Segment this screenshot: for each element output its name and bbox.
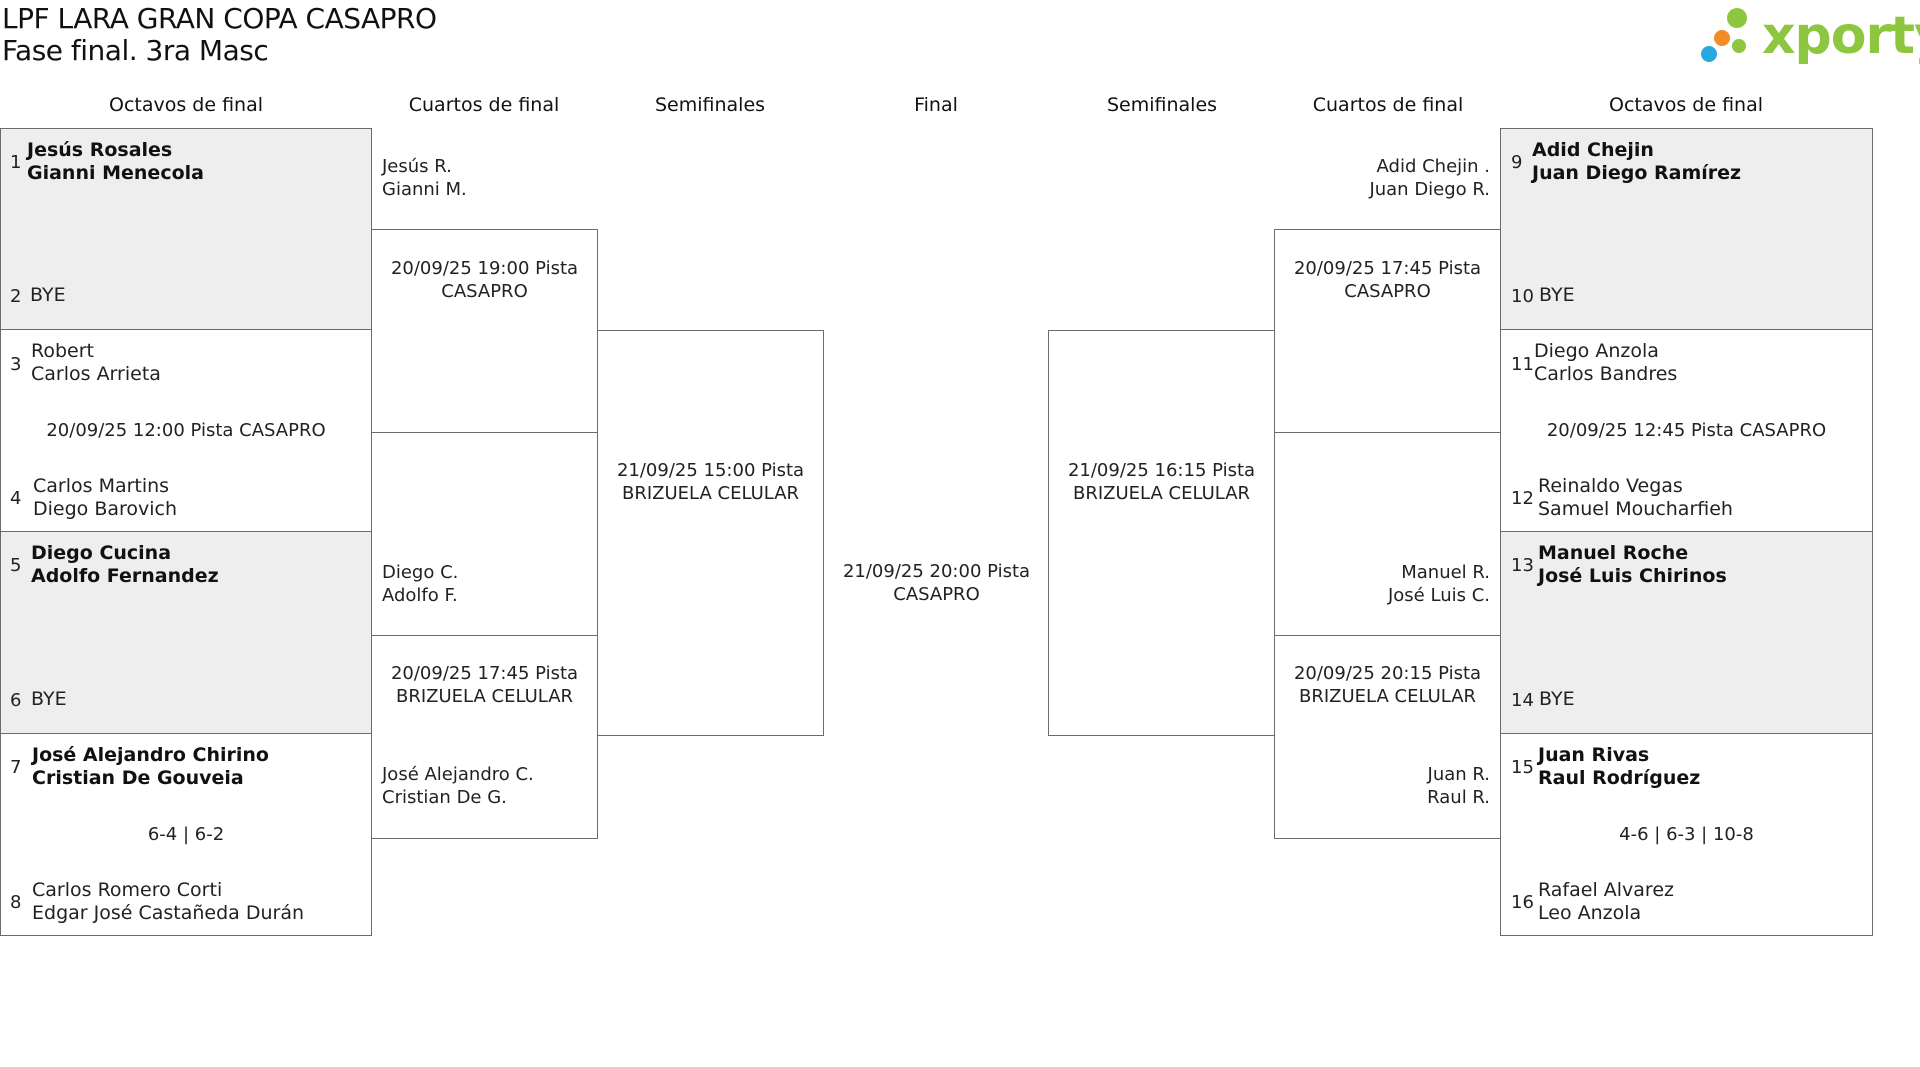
match-info: 21/09/25 16:15 Pista BRIZUELA CELULAR (1067, 460, 1256, 504)
seed-number: 11 (1511, 354, 1534, 375)
player-name: Diego Cucina (31, 542, 172, 564)
xporty-logo-icon (1701, 8, 1747, 62)
match-card-1 (0, 128, 372, 330)
match-info: 21/09/25 15:00 Pista BRIZUELA CELULAR (616, 460, 805, 504)
player-name: Reinaldo Vegas (1538, 475, 1683, 497)
match-info: 20/09/25 17:45 Pista CASAPRO (1293, 258, 1482, 302)
player-name: Juan Diego Ramírez (1532, 162, 1742, 184)
col-right-qf: Cuartos de final (1312, 94, 1464, 116)
seed-number: 3 (10, 354, 22, 375)
logo-text: xporty (1762, 6, 1920, 66)
player-name: Rafael Alvarez (1538, 879, 1674, 901)
sf-match-box (1048, 330, 1275, 736)
player-name: Carlos Romero Corti (32, 879, 223, 901)
match-card-3 (0, 531, 372, 734)
seed-number: 9 (1511, 152, 1523, 173)
match-score: 6-4 | 6-2 (147, 824, 225, 845)
col-final: Final (914, 94, 958, 116)
player-name: Leo Anzola (1538, 902, 1642, 924)
player-name: BYE (1539, 284, 1575, 306)
seed-number: 5 (10, 555, 22, 576)
seed-number: 1 (10, 152, 22, 173)
match-card-9 (1500, 128, 1873, 330)
match-info: 20/09/25 17:45 Pista BRIZUELA CELULAR (390, 663, 579, 707)
player-name: Diego Barovich (33, 498, 178, 520)
col-right-sf: Semifinales (1106, 94, 1218, 116)
qf-player: Manuel R. (1401, 562, 1490, 583)
qf-player: Diego C. (382, 562, 459, 583)
player-name: Jesús Rosales (27, 139, 173, 161)
qf-player: Adolfo F. (382, 585, 458, 606)
seed-number: 8 (10, 892, 22, 913)
player-name: Cristian De Gouveia (32, 767, 244, 789)
match-score: 4-6 | 6-3 | 10-8 (1619, 824, 1754, 845)
col-right-r16: Octavos de final (1608, 94, 1764, 116)
seed-number: 12 (1511, 488, 1534, 509)
player-name: Robert (31, 340, 94, 362)
player-name: Raul Rodríguez (1538, 767, 1701, 789)
match-info: 20/09/25 20:15 Pista BRIZUELA CELULAR (1293, 663, 1482, 707)
final-info: 21/09/25 20:00 Pista CASAPRO (842, 561, 1031, 605)
player-name: Adid Chejin (1532, 139, 1654, 161)
seed-number: 14 (1511, 690, 1534, 711)
player-name: BYE (1539, 688, 1575, 710)
player-name: Gianni Menecola (27, 162, 204, 184)
qf-player: Adid Chejin . (1376, 156, 1490, 177)
player-name: Edgar José Castañeda Durán (32, 902, 305, 924)
qf-player: José Luis C. (1387, 585, 1490, 606)
seed-number: 13 (1511, 555, 1534, 576)
col-left-sf: Semifinales (654, 94, 766, 116)
page-title: LPF LARA GRAN COPA CASAPRO (2, 2, 437, 35)
qf-player: Juan Diego R. (1369, 179, 1490, 200)
qf-player: Raul R. (1427, 787, 1490, 808)
seed-number: 15 (1511, 757, 1534, 778)
seed-number: 16 (1511, 892, 1534, 913)
qf-player: Jesús R. (382, 156, 452, 177)
seed-number: 2 (10, 286, 22, 307)
qf-player: Cristian De G. (382, 787, 507, 808)
col-left-r16: Octavos de final (108, 94, 264, 116)
col-left-qf: Cuartos de final (408, 94, 560, 116)
player-name: Juan Rivas (1538, 744, 1650, 766)
page-subtitle: Fase final. 3ra Masc (2, 34, 269, 67)
match-info: 20/09/25 19:00 Pista CASAPRO (390, 258, 579, 302)
sf-match-box (597, 330, 824, 736)
match-card-15 (1500, 733, 1873, 936)
match-info: 20/09/25 12:00 Pista CASAPRO (46, 420, 326, 441)
qf-player: José Alejandro C. (382, 764, 534, 785)
player-name: Carlos Arrieta (31, 363, 161, 385)
player-name: José Luis Chirinos (1538, 565, 1727, 587)
seed-number: 6 (10, 690, 22, 711)
player-name: Carlos Martins (33, 475, 170, 497)
player-name: José Alejandro Chirino (32, 744, 269, 766)
match-info: 20/09/25 12:45 Pista CASAPRO (1546, 420, 1827, 441)
qf-player: Juan R. (1427, 764, 1490, 785)
player-name: Adolfo Fernandez (31, 565, 219, 587)
player-name: BYE (31, 688, 67, 710)
player-name: Samuel Moucharfieh (1538, 498, 1733, 520)
seed-number: 4 (10, 488, 22, 509)
seed-number: 7 (10, 757, 22, 778)
player-name: Manuel Roche (1538, 542, 1689, 564)
match-card-13 (1500, 531, 1873, 734)
qf-player: Gianni M. (382, 179, 467, 200)
seed-number: 10 (1511, 286, 1534, 307)
player-name: Carlos Bandres (1534, 363, 1678, 385)
player-name: Diego Anzola (1534, 340, 1659, 362)
player-name: BYE (30, 284, 66, 306)
qf-match-box (371, 635, 598, 839)
